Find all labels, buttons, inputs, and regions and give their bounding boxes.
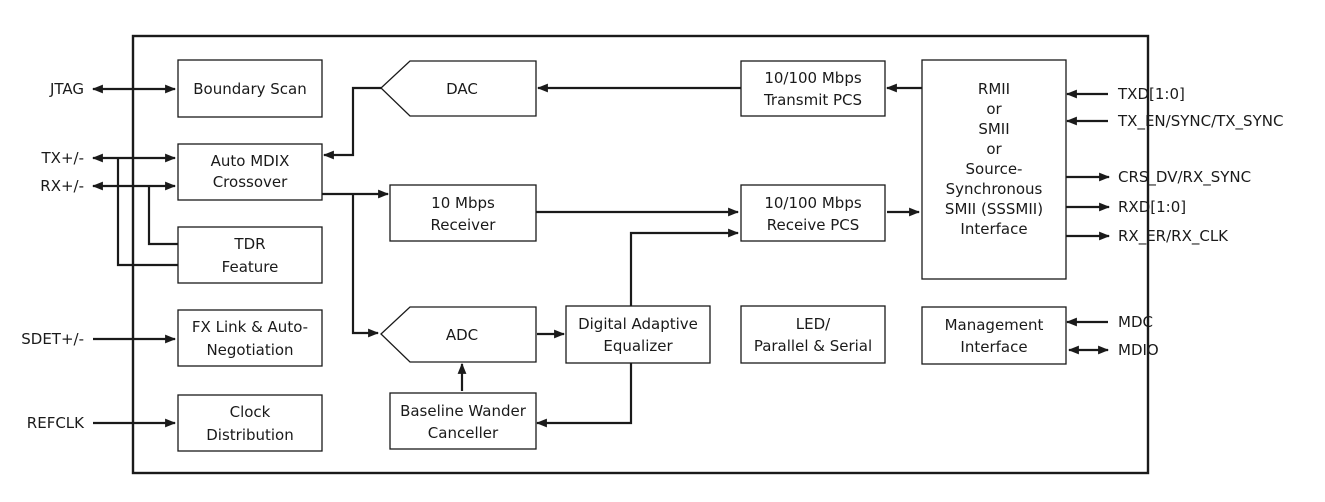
rmii-interface-block: RMII or SMII or Source- Synchronous SMII… [921, 59, 1067, 280]
signal-txd: TXD[1:0] [1117, 85, 1185, 103]
dac-mdix-wire [322, 86, 381, 160]
signal-sdet: SDET+/- [21, 330, 84, 348]
rmii-line-2: or [986, 100, 1002, 118]
auto-mdix-line-2: Crossover [213, 173, 288, 191]
right-signal-labels: TXD[1:0] TX_EN/SYNC/TX_SYNC CRS_DV/RX_SY… [1117, 85, 1283, 359]
equalizer-line-2: Equalizer [603, 337, 673, 355]
transmit-pcs-block: 10/100 Mbps Transmit PCS [740, 60, 886, 117]
fx-link-line-1: FX Link & Auto- [192, 318, 308, 336]
rmii-line-6: Synchronous [946, 180, 1043, 198]
tdr-line-1: TDR [233, 235, 265, 253]
boundary-scan-block: Boundary Scan [177, 59, 323, 118]
rmii-line-7: SMII (SSSMII) [945, 200, 1043, 218]
adc-label: ADC [446, 326, 478, 344]
equalizer-line-1: Digital Adaptive [578, 315, 698, 333]
boundary-scan-line-1: Boundary Scan [193, 80, 306, 98]
clock-line-2: Distribution [206, 426, 294, 444]
transmit-pcs-line-2: Transmit PCS [763, 91, 862, 109]
dac-block: DAC [380, 60, 537, 117]
tdr-line-2: Feature [222, 258, 279, 276]
led-block: LED/ Parallel & Serial [740, 305, 886, 364]
clock-distribution-block: Clock Distribution [177, 394, 323, 452]
baseline-line-2: Canceller [428, 424, 499, 442]
receive-pcs-line-1: 10/100 Mbps [764, 194, 862, 212]
signal-tx: TX+/- [41, 149, 84, 167]
management-interface-block: Management Interface [921, 306, 1067, 365]
left-signal-labels: JTAG TX+/- RX+/- SDET+/- REFCLK [21, 80, 85, 432]
receive-pcs-line-2: Receive PCS [767, 216, 860, 234]
baseline-line-1: Baseline Wander [400, 402, 527, 420]
management-line-1: Management [945, 316, 1044, 334]
signal-refclk: REFCLK [27, 414, 85, 432]
led-line-2: Parallel & Serial [754, 337, 872, 355]
tx-tdr-wire [116, 158, 178, 267]
receive-pcs-block: 10/100 Mbps Receive PCS [740, 184, 886, 242]
signal-jtag: JTAG [49, 80, 84, 98]
baseline-wander-block: Baseline Wander Canceller [389, 392, 537, 450]
equalizer-block: Digital Adaptive Equalizer [565, 305, 711, 364]
signal-mdc: MDC [1118, 313, 1153, 331]
tdr-block: TDR Feature [177, 226, 323, 284]
clock-line-1: Clock [230, 403, 271, 421]
fx-link-block: FX Link & Auto- Negotiation [177, 309, 323, 367]
receiver-line-1: 10 Mbps [431, 194, 495, 212]
eq-baseline-wire [535, 363, 633, 428]
signal-rx-er: RX_ER/RX_CLK [1118, 227, 1229, 246]
rmii-line-8: Interface [960, 220, 1027, 238]
rx-tdr-wire [147, 186, 178, 246]
fx-link-line-2: Negotiation [206, 341, 293, 359]
receiver-line-2: Receiver [431, 216, 497, 234]
rmii-line-4: or [986, 140, 1002, 158]
signal-rx: RX+/- [40, 177, 84, 195]
rmii-line-5: Source- [966, 160, 1023, 178]
signal-mdio: MDIO [1118, 341, 1159, 359]
transmit-pcs-line-1: 10/100 Mbps [764, 69, 862, 87]
mdix-adc-wire [351, 194, 380, 338]
dac-label: DAC [446, 80, 478, 98]
signal-rxd: RXD[1:0] [1118, 198, 1186, 216]
connections [91, 83, 1111, 428]
signal-tx-en: TX_EN/SYNC/TX_SYNC [1117, 112, 1283, 131]
rmii-line-1: RMII [978, 80, 1010, 98]
auto-mdix-line-1: Auto MDIX [211, 152, 290, 170]
led-line-1: LED/ [796, 315, 831, 333]
signal-crs-dv: CRS_DV/RX_SYNC [1118, 168, 1251, 187]
management-line-2: Interface [960, 338, 1027, 356]
auto-mdix-block: Auto MDIX Crossover [177, 143, 323, 201]
adc-block: ADC [380, 306, 537, 363]
rmii-line-3: SMII [978, 120, 1009, 138]
receiver-10mbps-block: 10 Mbps Receiver [389, 184, 537, 242]
eq-rpcs-wire [629, 228, 740, 306]
